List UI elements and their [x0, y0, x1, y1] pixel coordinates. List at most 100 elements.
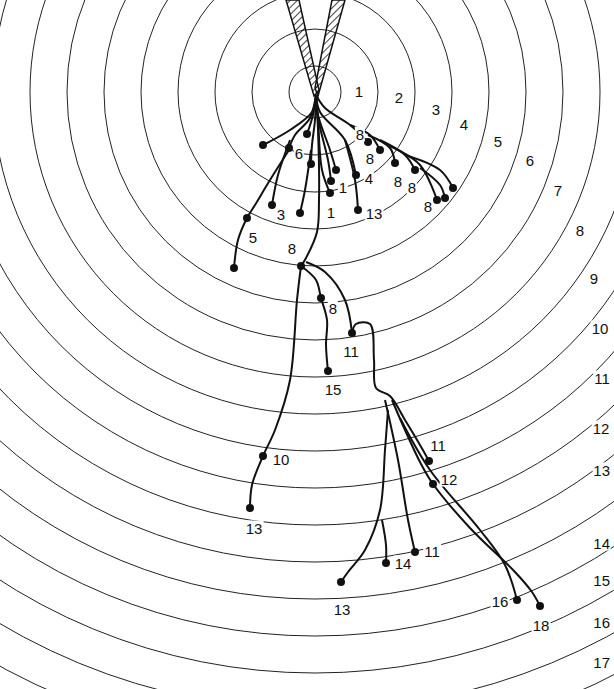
ring: [0, 0, 614, 525]
branch-tip: [376, 146, 384, 154]
ring: [30, 0, 600, 377]
callout-number: 3: [276, 207, 286, 222]
branch-tip: [326, 189, 334, 197]
branch-tip: [429, 480, 437, 488]
ring: [0, 0, 614, 599]
ring: [178, 0, 452, 229]
ring-number: 11: [593, 371, 611, 386]
ring-number: 17: [592, 655, 611, 670]
ring: [141, 0, 489, 266]
ring-number: 5: [493, 134, 503, 149]
ring-number: 4: [459, 117, 469, 132]
ring-number: 3: [431, 102, 441, 117]
branch-tip: [411, 166, 419, 174]
ring-number: 16: [592, 615, 611, 630]
ring-number: 1: [354, 84, 364, 99]
discharge-tree: [230, 95, 544, 610]
branch-tip: [441, 194, 449, 202]
branch-tip: [230, 264, 238, 272]
tree-branch: [250, 266, 301, 508]
ring: [0, 0, 614, 451]
branch-tip: [337, 578, 345, 586]
callout-number: 8: [355, 127, 365, 142]
branch-tip: [317, 294, 325, 302]
ring: [0, 0, 614, 673]
callout-number: 14: [394, 556, 413, 571]
callout-number: 18: [532, 618, 551, 633]
branch-tip: [348, 329, 356, 337]
tree-branch: [420, 168, 445, 198]
ring: [0, 0, 614, 562]
branch-tip: [449, 184, 457, 192]
tree-branch: [352, 322, 429, 461]
callout-number: 1: [338, 180, 348, 195]
callout-number: 4: [364, 171, 374, 186]
branch-tip: [536, 602, 544, 610]
branch-tip: [513, 596, 521, 604]
tree-branch: [301, 95, 319, 266]
branch-tip: [268, 201, 276, 209]
branch-tip: [259, 141, 267, 149]
callout-number: 16: [491, 594, 510, 609]
callout-number: 13: [365, 206, 384, 221]
branch-tip: [297, 262, 305, 270]
branch-tip: [324, 367, 332, 375]
branch-tip: [307, 160, 315, 168]
tree-branch: [385, 400, 415, 552]
branch-tip: [243, 214, 251, 222]
ring-number: 9: [589, 271, 599, 286]
ring: [67, 0, 563, 340]
callout-number: 11: [342, 344, 360, 359]
ring-number: 10: [591, 321, 610, 336]
branch-tip: [433, 196, 441, 204]
ring-number: 15: [592, 573, 611, 588]
ring: [215, 0, 415, 192]
tree-branch: [400, 418, 517, 600]
tree-branch: [392, 400, 540, 606]
callout-number: 8: [407, 180, 417, 195]
callout-number: 13: [333, 602, 352, 617]
callout-number: 8: [287, 241, 297, 256]
ring-number: 13: [592, 463, 611, 478]
callout-number: 6: [294, 146, 304, 161]
ring-number: 2: [394, 90, 404, 105]
branch-tip: [425, 457, 433, 465]
tree-branch: [316, 95, 368, 142]
tree-branch: [234, 150, 289, 268]
tree-branch: [341, 410, 388, 582]
branch-tip: [259, 452, 267, 460]
branch-tip: [382, 559, 390, 567]
branch-tip: [285, 144, 293, 152]
ring-number: 6: [525, 153, 535, 168]
branch-tip: [303, 130, 311, 138]
callout-number: 8: [393, 174, 403, 189]
needle-electrode: [286, 0, 345, 96]
ring-number: 8: [575, 223, 585, 238]
branch-tip: [296, 209, 304, 217]
callout-number: 11: [423, 544, 441, 559]
tree-branch: [382, 520, 386, 563]
callout-number: 5: [248, 230, 258, 245]
callout-number: 8: [365, 151, 375, 166]
branch-tip: [332, 166, 340, 174]
branch-tip: [327, 177, 335, 185]
tree-branch: [380, 140, 415, 170]
ring-number: 7: [553, 183, 563, 198]
ring-number: 12: [592, 421, 611, 436]
callout-number: 13: [245, 521, 264, 536]
callout-number: 8: [423, 199, 433, 214]
callout-number: 8: [328, 301, 338, 316]
branch-tip: [354, 206, 362, 214]
tree-branch: [306, 262, 352, 333]
ring: [0, 0, 614, 488]
tree-branch: [316, 95, 356, 175]
ring: [104, 0, 526, 303]
branch-tip: [364, 138, 372, 146]
